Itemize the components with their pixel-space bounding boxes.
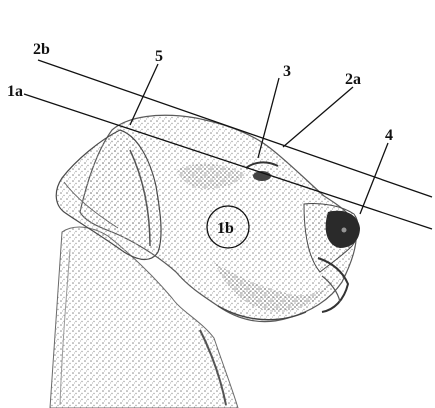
label-2a: 2a: [345, 71, 361, 88]
label-1b: 1b: [217, 220, 234, 237]
label-4: 4: [385, 127, 393, 144]
label-5: 5: [155, 48, 163, 65]
leader-line-3: [258, 78, 279, 158]
leader-line-2a: [283, 87, 353, 147]
label-1a: 1a: [7, 83, 23, 100]
label-3: 3: [283, 63, 291, 80]
label-2b: 2b: [33, 41, 50, 58]
leader-line-4: [360, 143, 388, 214]
